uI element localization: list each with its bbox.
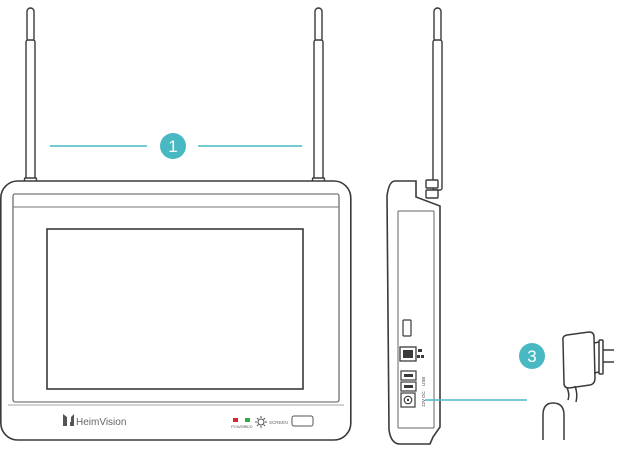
callout-1-number: 1 bbox=[168, 137, 177, 156]
side-view: USB 12V DC bbox=[386, 7, 443, 445]
usb-label: USB bbox=[421, 377, 426, 386]
hdd-indicator-light bbox=[245, 418, 250, 422]
dc-power-jack bbox=[400, 392, 416, 408]
side-antenna bbox=[425, 7, 443, 199]
screen-button-label: SCREEN bbox=[269, 420, 288, 425]
dc-label: 12V DC bbox=[421, 390, 426, 407]
callout-3-number: 3 bbox=[527, 347, 536, 366]
brand-name: HeimVision bbox=[76, 417, 126, 428]
monitor-screen bbox=[46, 228, 304, 390]
front-view: HeimVision POWER HDD SCREEN bbox=[0, 7, 352, 441]
ethernet-port bbox=[399, 346, 417, 362]
callout-1: 1 bbox=[50, 133, 302, 159]
hdmi-port bbox=[402, 319, 412, 337]
power-indicator-label: POWER bbox=[231, 424, 246, 429]
callout-3: 3 bbox=[425, 343, 545, 401]
left-antenna bbox=[23, 7, 38, 185]
settings-icon bbox=[255, 416, 267, 428]
power-cable bbox=[542, 402, 565, 440]
side-body bbox=[386, 180, 441, 445]
screen-button bbox=[291, 415, 314, 427]
right-antenna bbox=[311, 7, 326, 185]
brand-logo: HeimVision bbox=[63, 414, 126, 428]
power-indicator-light bbox=[233, 418, 238, 422]
power-adapter bbox=[562, 331, 614, 403]
hdd-indicator-label: HDD bbox=[244, 424, 253, 429]
network-icon bbox=[417, 349, 424, 358]
